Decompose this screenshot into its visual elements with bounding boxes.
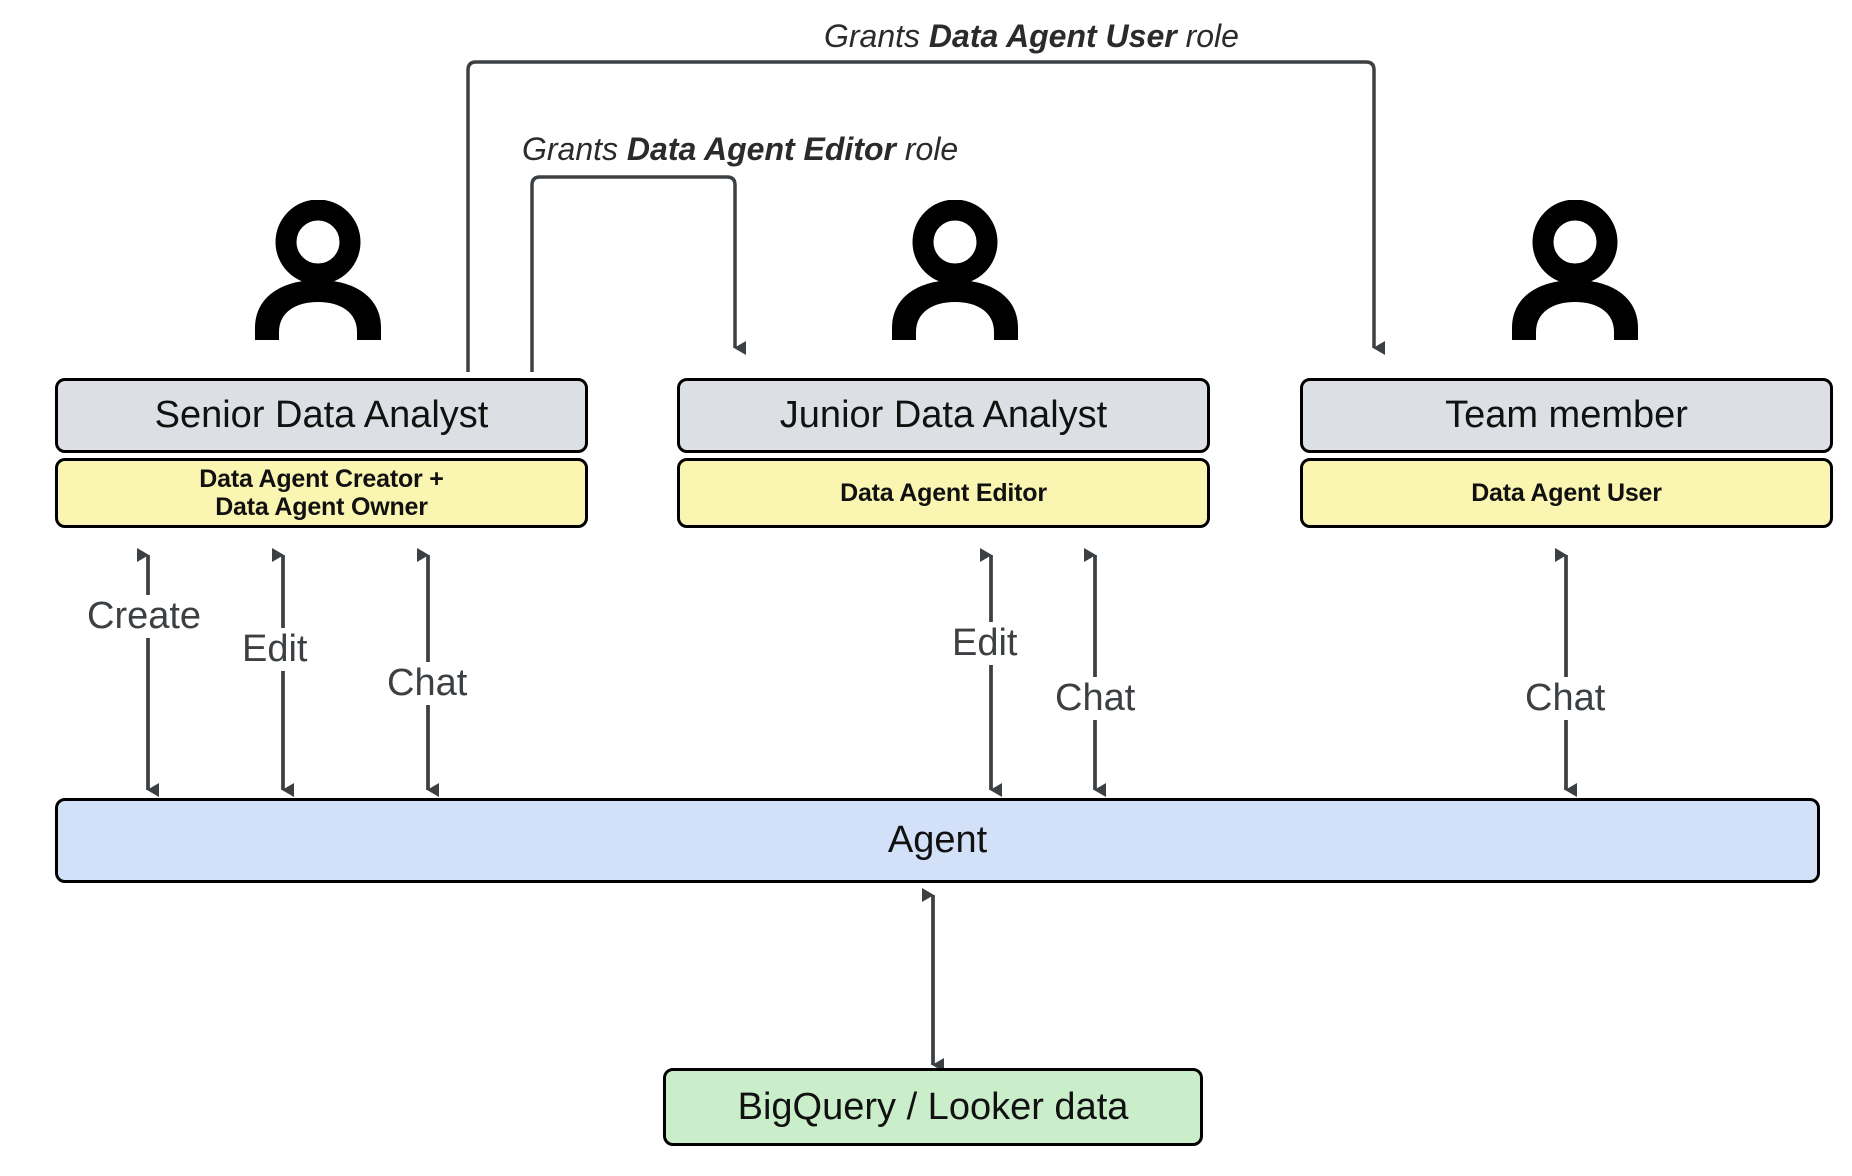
persona-title-team-member[interactable]: Team member (1300, 378, 1833, 453)
persona-title-junior-data-analyst[interactable]: Junior Data Analyst (677, 378, 1210, 453)
persona-role-senior-data-analyst[interactable]: Data Agent Creator + Data Agent Owner (55, 458, 588, 528)
persona-role-line-1: Data Agent Editor (840, 479, 1047, 507)
grant-user-suffix: role (1176, 18, 1239, 54)
person-icon (1500, 199, 1650, 340)
edge-label-chat-senior: Chat (383, 662, 472, 705)
grant-editor-prefix: Grants (522, 131, 627, 167)
person-icon (243, 199, 393, 340)
grant-editor-role: Data Agent Editor (626, 131, 896, 167)
edge-label-edit-senior: Edit (238, 628, 312, 671)
persona-role-line-2: Data Agent Owner (215, 493, 428, 521)
edge-label-edit-junior: Edit (948, 622, 1022, 665)
persona-role-junior-data-analyst[interactable]: Data Agent Editor (677, 458, 1210, 528)
grant-user-role: Data Agent User (928, 18, 1177, 54)
persona-role-line-1: Data Agent Creator + (199, 465, 444, 493)
person-icon (880, 199, 1030, 340)
persona-title-label: Senior Data Analyst (154, 394, 489, 437)
persona-role-team-member[interactable]: Data Agent User (1300, 458, 1833, 528)
agent-label: Agent (887, 819, 988, 862)
grant-label-editor: Grants Data Agent Editor role (522, 131, 958, 168)
grant-label-user: Grants Data Agent User role (824, 18, 1239, 55)
persona-role-line-1: Data Agent User (1471, 479, 1662, 507)
grant-user-prefix: Grants (824, 18, 929, 54)
grant-editor-connector (530, 175, 746, 372)
datasource-node[interactable]: BigQuery / Looker data (663, 1068, 1203, 1146)
datasource-label: BigQuery / Looker data (737, 1085, 1129, 1128)
edge-label-chat-junior: Chat (1051, 677, 1140, 720)
persona-title-label: Team member (1445, 394, 1688, 437)
persona-title-senior-data-analyst[interactable]: Senior Data Analyst (55, 378, 588, 453)
edge-label-chat-team: Chat (1521, 677, 1610, 720)
persona-title-label: Junior Data Analyst (779, 394, 1108, 437)
edge-label-create: Create (83, 595, 206, 638)
agent-node[interactable]: Agent (55, 798, 1820, 883)
grant-editor-suffix: role (895, 131, 959, 167)
